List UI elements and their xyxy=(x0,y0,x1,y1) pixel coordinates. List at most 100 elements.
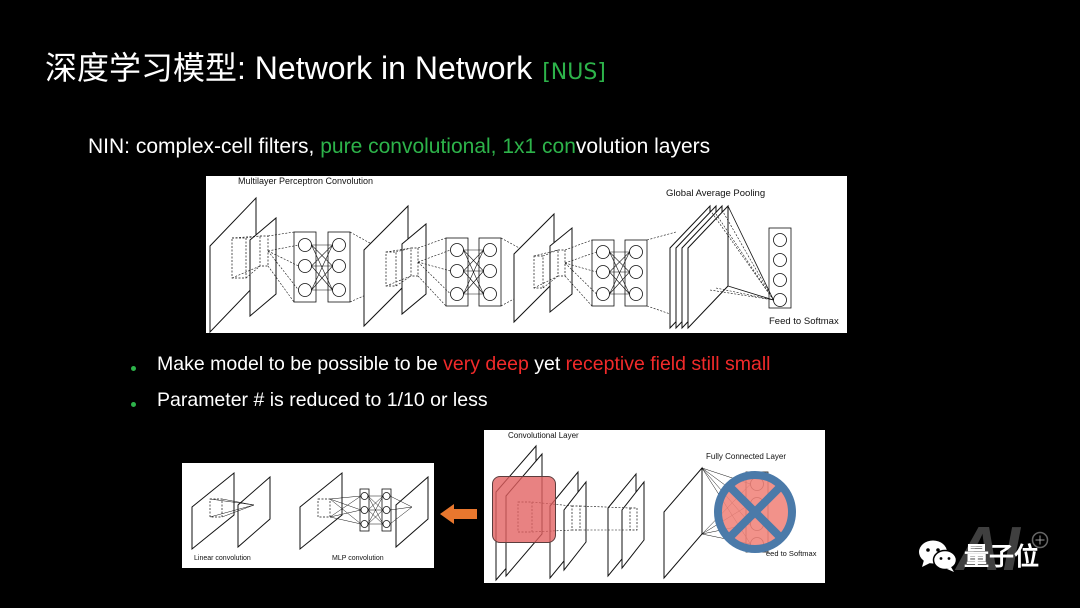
receptive-patch xyxy=(557,249,566,277)
connection-line xyxy=(389,495,413,508)
neuron-node xyxy=(596,287,610,301)
connection-line xyxy=(329,498,362,525)
bullet-2-part-a: Parameter # is reduced to 1/10 or less xyxy=(157,389,488,411)
connection-line xyxy=(231,265,261,279)
ai-logo: AI xyxy=(956,515,1022,584)
connection-line xyxy=(385,275,412,287)
neuron-node xyxy=(382,492,391,500)
conv-map xyxy=(621,480,645,570)
arrow-left-icon xyxy=(440,504,477,524)
connection-line xyxy=(311,244,333,267)
receptive-patch xyxy=(571,505,581,531)
nin-architecture-figure: Multilayer Perceptron Convolution Global… xyxy=(206,176,847,333)
slide-title: 深度学习模型: Network in Network[NUS] xyxy=(45,48,606,93)
neuron-node xyxy=(298,238,312,252)
neuron-node xyxy=(629,245,643,259)
connection-line xyxy=(329,495,362,500)
connection-line xyxy=(367,495,384,511)
connection-line xyxy=(267,265,295,303)
linear-input-map xyxy=(191,471,235,551)
connection-line xyxy=(542,249,559,257)
local-patch-map xyxy=(249,216,277,318)
neuron-column xyxy=(768,227,792,309)
label-cnn-softmax: eed to Softmax xyxy=(766,549,817,558)
neuron-node xyxy=(450,264,464,278)
connection-line xyxy=(533,249,559,257)
label-mlpconv: Multilayer Perceptron Convolution xyxy=(238,176,373,186)
bullet-1-part-c: yet xyxy=(528,353,566,375)
connection-line xyxy=(646,231,677,241)
bullet-dot-2 xyxy=(131,402,136,407)
receptive-patch xyxy=(385,251,397,287)
connection-line xyxy=(311,265,333,291)
receptive-patch xyxy=(629,507,638,531)
connection-line xyxy=(329,495,362,518)
connection-line xyxy=(329,509,362,518)
connection-line xyxy=(715,287,774,301)
subtitle-part-3: volution layers xyxy=(575,135,711,158)
receptive-patch xyxy=(231,237,247,279)
connection-line xyxy=(231,235,261,239)
connection-line xyxy=(417,249,451,263)
connection-line xyxy=(221,504,255,518)
connection-line xyxy=(367,509,384,525)
bullet-1: Make model to be possible to be very dee… xyxy=(157,352,771,376)
connection-line xyxy=(329,516,362,525)
conv-comparison-figure: Linear convolution MLP convolution xyxy=(182,463,434,568)
connection-line xyxy=(417,261,451,272)
wechat-icon xyxy=(919,540,958,572)
connection-line xyxy=(463,249,484,272)
neuron-column xyxy=(359,488,370,532)
connection-line xyxy=(609,271,630,295)
connection-line xyxy=(727,285,774,301)
connection-line xyxy=(267,244,299,252)
neuron-column xyxy=(445,237,469,307)
neuron-node xyxy=(298,283,312,297)
neuron-node xyxy=(773,233,787,247)
neuron-node xyxy=(483,287,497,301)
bullet-1-part-d: receptive field still small xyxy=(565,353,771,375)
conv-map xyxy=(663,466,703,580)
conv-map xyxy=(563,480,587,572)
mlp-output-map xyxy=(395,475,429,549)
local-patch-map xyxy=(549,226,573,314)
cross-line-2 xyxy=(727,484,783,540)
neuron-column xyxy=(327,231,351,303)
connection-line xyxy=(329,498,362,511)
mlp-input-map xyxy=(299,471,343,551)
connection-line xyxy=(367,495,384,525)
connection-line xyxy=(389,506,413,511)
neuron-node xyxy=(332,283,346,297)
receptive-patch xyxy=(209,498,223,518)
connection-line xyxy=(463,249,484,295)
label-conv-layer: Convolutional Layer xyxy=(508,431,579,440)
connection-line xyxy=(531,501,573,507)
slide-title-main: 深度学习模型: Network in Network xyxy=(45,50,533,86)
linear-output-map xyxy=(237,475,271,549)
connection-line xyxy=(389,506,413,525)
brand-name: 量子位 xyxy=(964,542,1040,571)
connection-line xyxy=(727,205,774,301)
neuron-node xyxy=(596,245,610,259)
label-gap: Global Average Pooling xyxy=(666,188,765,199)
local-patch-map xyxy=(401,222,427,316)
connection-line xyxy=(311,244,333,291)
neuron-node xyxy=(596,265,610,279)
conv-comparison-shapes xyxy=(191,471,429,551)
connection-line xyxy=(531,529,573,533)
neuron-node xyxy=(382,520,391,528)
neuron-node xyxy=(483,243,497,257)
label-linear-conv: Linear convolution xyxy=(194,555,251,562)
connection-line xyxy=(564,239,593,251)
neuron-node xyxy=(629,287,643,301)
connection-line xyxy=(267,231,295,237)
connection-line xyxy=(267,250,299,291)
neuron-node xyxy=(450,243,464,257)
connection-line xyxy=(385,247,412,253)
label-fc-layer: Fully Connected Layer xyxy=(706,452,786,461)
connection-line xyxy=(245,265,261,279)
label-softmax: Feed to Softmax xyxy=(769,316,839,327)
bullet-1-part-a: Make model to be possible to be xyxy=(157,353,444,375)
connection-line xyxy=(564,262,597,273)
neuron-node xyxy=(773,293,787,307)
